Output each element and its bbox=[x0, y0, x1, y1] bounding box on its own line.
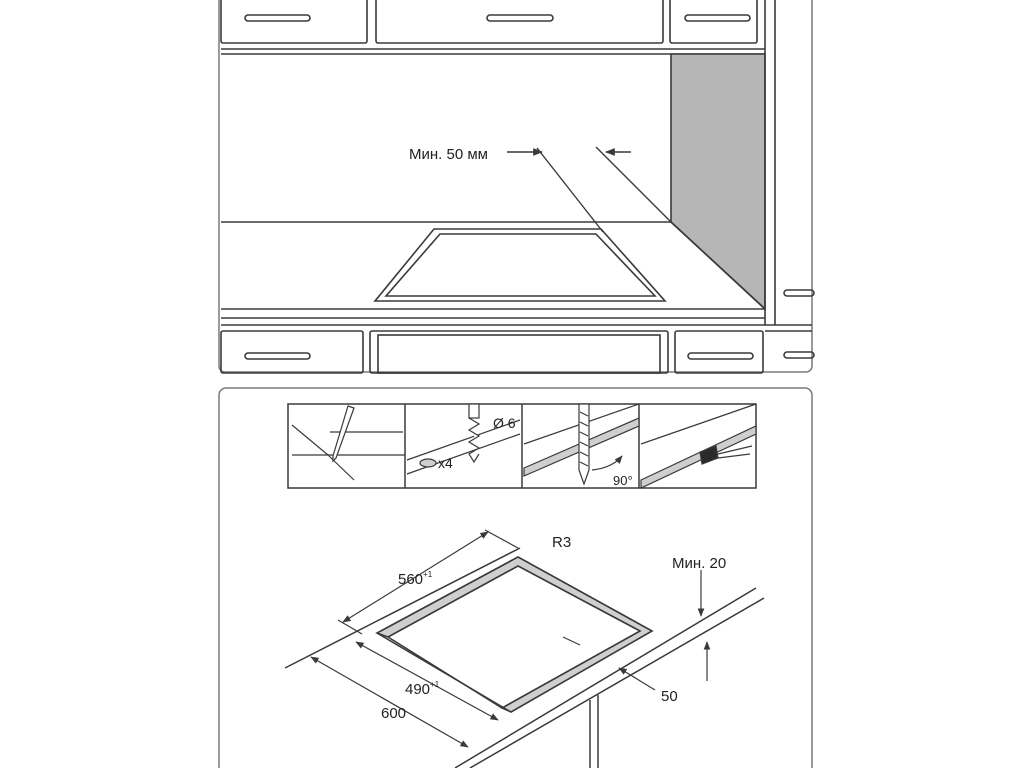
cutout-panel-frame bbox=[218, 387, 813, 768]
step-drilling bbox=[406, 403, 521, 475]
width-tolerance: +1 bbox=[430, 680, 440, 689]
drill-diameter-label: Ø 6 bbox=[493, 415, 516, 431]
drill-flute bbox=[467, 417, 481, 464]
lower-handle-right bbox=[687, 352, 754, 360]
drill-bit-icon bbox=[468, 403, 480, 419]
upper-handle-center bbox=[486, 14, 554, 22]
width-label: 490+1 bbox=[405, 680, 440, 698]
hob-outline bbox=[373, 228, 667, 302]
depth-tolerance: +1 bbox=[423, 570, 433, 579]
dim-600 bbox=[310, 656, 469, 748]
lower-handle-left bbox=[244, 352, 311, 360]
pencil-icon bbox=[332, 405, 355, 463]
upper-cabinets bbox=[220, 0, 765, 55]
side-cabinet-handle-upper bbox=[783, 289, 815, 297]
worktop-label: 600 bbox=[381, 705, 406, 722]
hole-count-label: x4 bbox=[438, 455, 453, 471]
step-marking bbox=[291, 405, 405, 481]
step-sealing bbox=[640, 403, 757, 489]
sealing-tape-icon bbox=[699, 445, 719, 465]
worktop-drawing bbox=[284, 547, 765, 768]
dim-min-20 bbox=[697, 570, 711, 681]
saw-angle-label: 90° bbox=[613, 473, 633, 488]
angle-arc bbox=[591, 455, 623, 471]
dim-560 bbox=[337, 529, 519, 635]
upper-handle-left bbox=[244, 14, 311, 22]
depth-label: 560+1 bbox=[398, 570, 433, 588]
upper-handle-right bbox=[684, 14, 751, 22]
cutout-panel bbox=[218, 387, 813, 768]
upper-cabinet-center bbox=[375, 0, 664, 44]
min-gap-label: Мин. 20 bbox=[672, 555, 726, 572]
lower-cabinet-center bbox=[369, 330, 669, 374]
step-sawing bbox=[523, 403, 640, 486]
clearance-callout bbox=[507, 146, 672, 233]
tools-strip bbox=[287, 403, 757, 489]
upper-cabinet-left bbox=[220, 0, 368, 44]
kitchen-view-panel bbox=[218, 0, 815, 374]
side-wall-shaded bbox=[670, 53, 766, 311]
lower-cabinets bbox=[220, 330, 764, 374]
lower-cabinet-right bbox=[674, 330, 764, 374]
drill-hole-icon bbox=[419, 458, 437, 468]
upper-cabinet-right bbox=[669, 0, 758, 44]
side-cabinet-handle-lower bbox=[783, 351, 815, 359]
lower-cabinet-left bbox=[220, 330, 364, 374]
radius-label: R3 bbox=[552, 534, 571, 551]
kitchen-view-frame bbox=[218, 0, 813, 373]
edge-offset-label: 50 bbox=[661, 688, 678, 705]
lower-cabinet-center-inner bbox=[377, 334, 661, 374]
dim-50 bbox=[618, 667, 656, 691]
side-wall bbox=[670, 0, 815, 359]
clearance-label: Мин. 50 мм bbox=[409, 146, 488, 163]
